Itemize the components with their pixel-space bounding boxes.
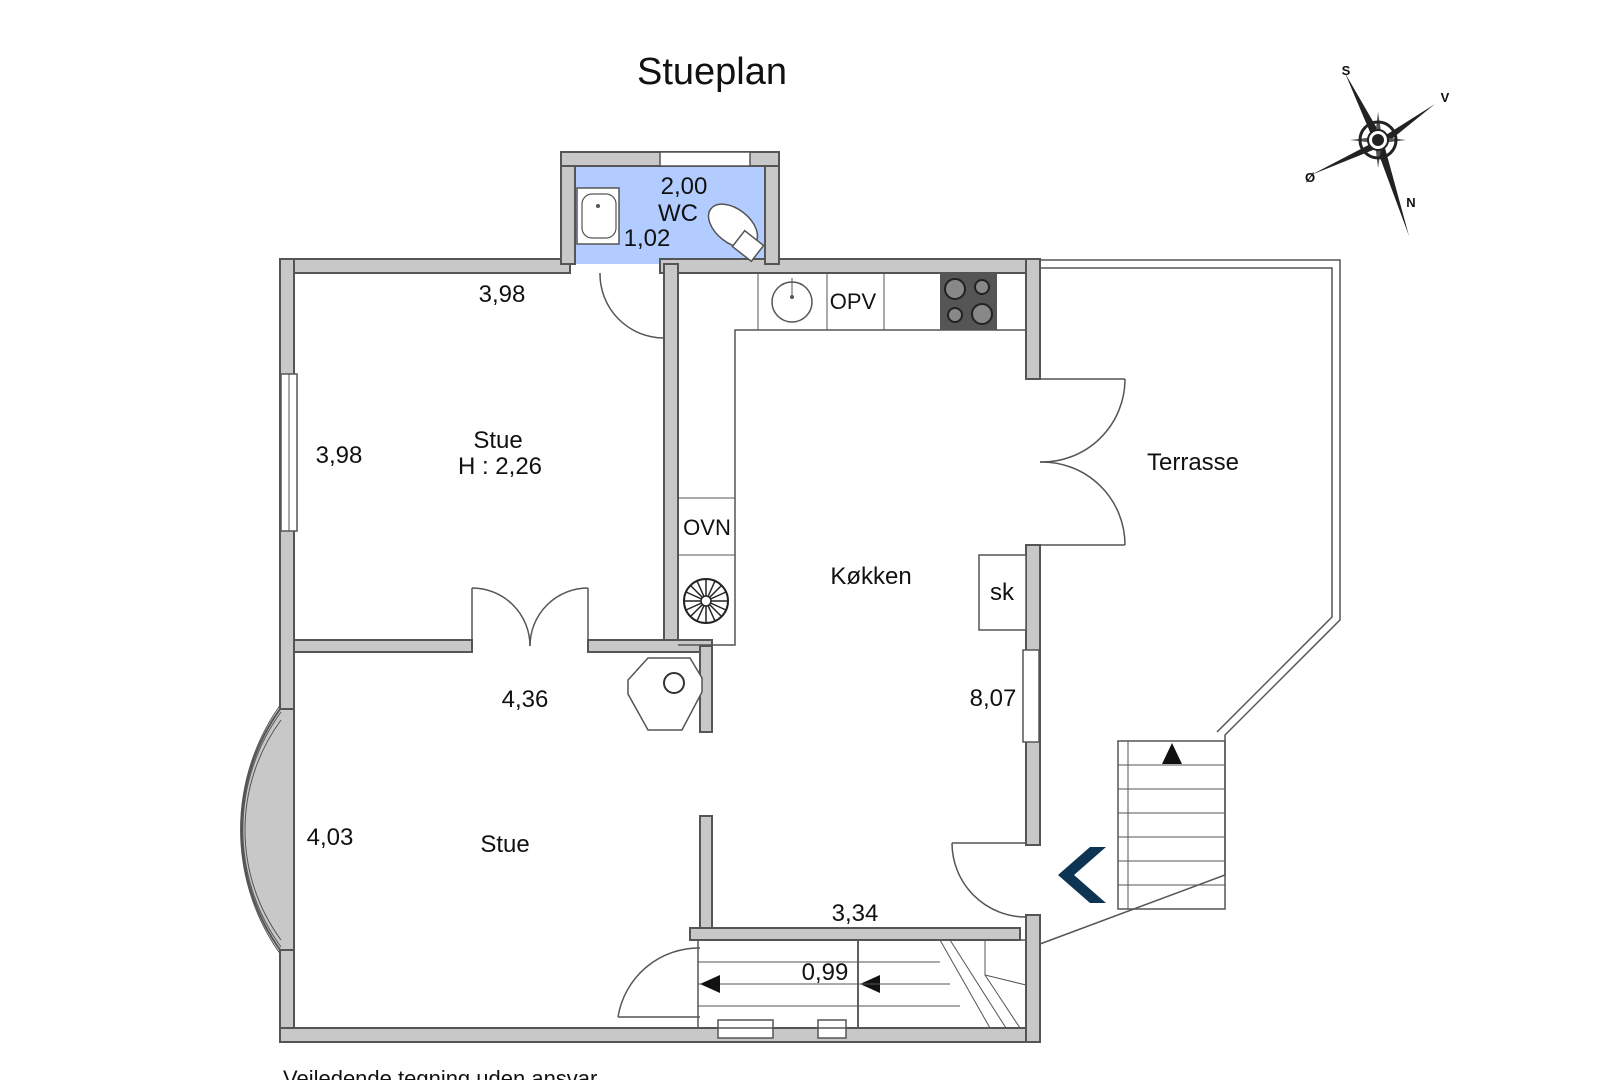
- cabinet-sk: [978, 554, 1027, 631]
- stue-upper-dim-height: 3,98: [316, 442, 363, 469]
- window-wc: [659, 151, 751, 167]
- fan-icon: [683, 578, 729, 624]
- window-bottom-1: [717, 1019, 774, 1039]
- wc-label: WC: [658, 200, 698, 227]
- compass-label-n: N: [1406, 195, 1415, 210]
- compass-rose-icon: S V Ø N: [1305, 63, 1450, 236]
- stairs-bottom: [697, 939, 1027, 1029]
- kokken-dim-width: 3,34: [832, 900, 879, 927]
- stove-icon: [940, 273, 997, 330]
- window-kitchen: [1022, 649, 1040, 743]
- double-door-stue: [471, 587, 589, 647]
- kokken-label: Køkken: [830, 563, 911, 590]
- compass-label-s: S: [1342, 63, 1351, 78]
- terrasse-label: Terrasse: [1147, 449, 1239, 476]
- wc-sink-icon: [576, 187, 620, 245]
- door-stairs: [617, 947, 701, 1018]
- fixture-sk: sk: [990, 579, 1015, 606]
- door-wc: [599, 272, 665, 339]
- door-entrance: [951, 842, 1027, 918]
- entrance-arrow-icon: [1058, 847, 1106, 903]
- fireplace-icon: [627, 657, 703, 731]
- window-bottom-2: [817, 1019, 847, 1039]
- bay-window: [240, 703, 295, 956]
- stue-lower-label: Stue: [480, 831, 529, 858]
- stairs-dim: 0,99: [802, 959, 849, 986]
- compass-label-o: Ø: [1305, 170, 1315, 185]
- wc-dim-height: 1,02: [624, 225, 671, 252]
- plan-title: Stueplan: [637, 51, 787, 93]
- disclaimer: Vejledende tegning uden ansvar.: [283, 1066, 602, 1080]
- wc-dim-width: 2,00: [661, 173, 708, 200]
- stue-lower-dim-width: 4,36: [502, 686, 549, 713]
- fixture-opv: OPV: [830, 289, 877, 314]
- stue-upper-dim-width: 3,98: [479, 281, 526, 308]
- fixture-ovn: OVN: [683, 515, 731, 540]
- stue-upper-label: Stue: [473, 427, 522, 454]
- terrace-inner-edge: [1040, 267, 1333, 733]
- kokken-dim-length: 8,07: [970, 685, 1017, 712]
- toilet-icon: [707, 203, 765, 263]
- compass-label-v: V: [1441, 90, 1450, 105]
- terrace-stairs: [1117, 740, 1226, 910]
- double-door-terrace: [1039, 378, 1126, 546]
- terrace-outline: [1039, 259, 1341, 945]
- stue-upper-height: H : 2,26: [458, 453, 542, 480]
- sink-icon: [771, 278, 813, 323]
- walls: [279, 151, 1041, 1043]
- stue-lower-dim-height: 4,03: [307, 824, 354, 851]
